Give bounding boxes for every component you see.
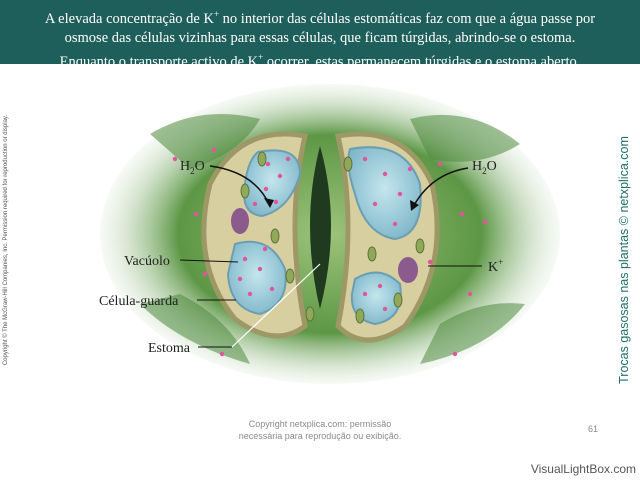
left-lower-vacuole — [226, 240, 287, 316]
water-arrow-right-head — [410, 200, 419, 211]
stoma-leader-diag — [231, 263, 321, 348]
header-line-1-post: no interior das células estomáticas faz … — [219, 10, 596, 27]
footer-line-1: Copyright netxplica.com: permissão — [248, 419, 392, 429]
left-upper-vacuole — [243, 149, 302, 218]
side-brand-text: Trocas gasosas nas plantas © netxplica.c… — [617, 136, 631, 384]
header-line-3-pre: Enquanto o transporte activo de K — [59, 53, 259, 70]
h2o-left-label: H2O — [180, 159, 205, 176]
vacuole-label: Vacúolo — [124, 254, 170, 269]
side-copyright: Copyright © The McGraw-Hill Companies, I… — [2, 100, 10, 380]
potassium-ions — [172, 147, 488, 357]
page-number: 61 — [588, 424, 599, 434]
right-upper-vacuole — [347, 146, 422, 241]
footer-copyright: Copyright netxplica.com: permissão neces… — [200, 418, 440, 442]
side-brand: Trocas gasosas nas plantas © netxplica.c… — [614, 136, 634, 384]
h2o-right-label: H2O — [472, 159, 497, 176]
header-line-1-pre: A elevada concentração de K — [44, 10, 214, 27]
guard-cell-label: Célula-guarda — [99, 294, 179, 309]
header-line-3-sup: + — [258, 51, 264, 62]
right-lower-vacuole — [350, 271, 402, 326]
header-line-1: A elevada concentração de K+ no interior… — [0, 5, 640, 29]
watermark[interactable]: VisualLightBox.com — [530, 462, 636, 476]
header-line-1-sup: + — [213, 9, 220, 19]
footer-line-2: necessária para reprodução ou exibição. — [238, 431, 402, 441]
right-nucleus — [398, 257, 418, 283]
left-nucleus — [231, 208, 249, 234]
header-line-2: osmose das células vizinhas para essas c… — [64, 29, 576, 46]
vacuole-leader — [179, 259, 239, 263]
header-line-3: Enquanto o transporte activo de K+ ocorr… — [0, 48, 640, 72]
potassium-label: K+ — [488, 257, 503, 275]
water-arrow-left-head — [264, 198, 274, 208]
chloroplasts — [240, 151, 425, 324]
header-line-3-post: ocorrer, estas permanecem túrgidas e o e… — [263, 53, 581, 70]
stoma-diagram: H2O H2O Vacúolo Célula-guarda Estoma K+ — [99, 84, 560, 384]
slide-header: A elevada concentração de K+ no interior… — [0, 0, 640, 70]
side-copyright-text: Copyright © The McGraw-Hill Companies, I… — [3, 114, 9, 366]
water-arrow-right — [411, 167, 469, 210]
stoma-label: Estoma — [148, 341, 191, 356]
